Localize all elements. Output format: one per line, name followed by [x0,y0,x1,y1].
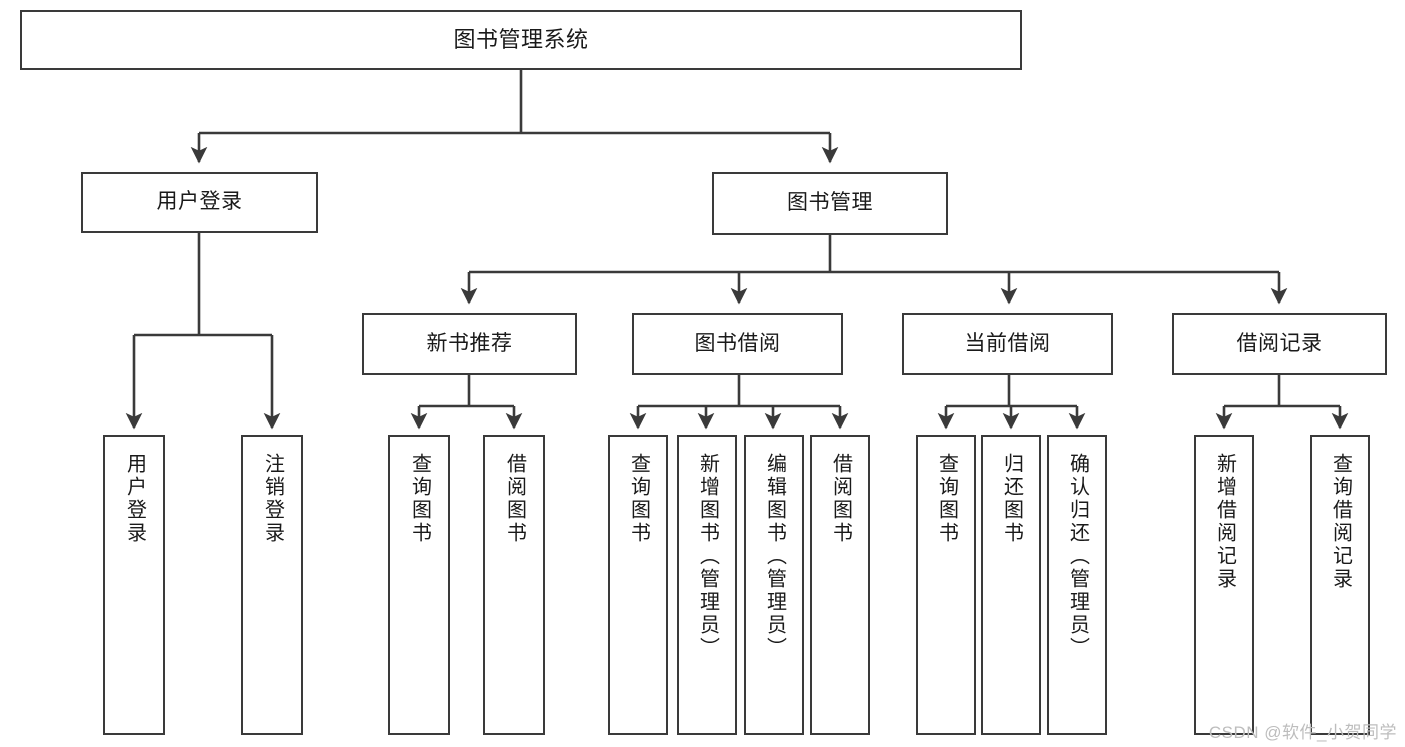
leaf-current-borrow-query[interactable]: 查询图书 [916,435,976,735]
leaf-new-book-borrow[interactable]: 借阅图书 [483,435,545,735]
node-label: 查询图书 [408,453,431,545]
leaf-user-login-login[interactable]: 用户登录 [103,435,165,735]
leaf-borrow-record-add[interactable]: 新增借阅记录 [1194,435,1254,735]
node-label: 图书借阅 [694,331,781,355]
node-label: 图书管理系统 [453,27,589,53]
watermark-text: CSDN @软件_小贺同学 [1208,723,1397,742]
leaf-book-borrow-borrow[interactable]: 借阅图书 [810,435,870,735]
node-label: 确认归还（管理员） [1066,453,1089,660]
leaf-book-borrow-add[interactable]: 新增图书（管理员） [677,435,737,735]
node-label: 归还图书 [1000,453,1023,545]
node-label: 用户登录 [123,453,146,545]
node-borrow-record[interactable]: 借阅记录 [1172,313,1387,375]
node-root-system[interactable]: 图书管理系统 [20,10,1022,70]
node-book-borrow[interactable]: 图书借阅 [632,313,843,375]
node-label: 借阅图书 [829,453,852,545]
node-label: 图书管理 [787,191,873,215]
node-label: 查询借阅记录 [1329,453,1352,591]
node-label: 新增借阅记录 [1213,453,1236,591]
node-label: 借阅图书 [503,453,526,545]
node-book-management[interactable]: 图书管理 [712,172,948,235]
leaf-book-borrow-query[interactable]: 查询图书 [608,435,668,735]
node-label: 新书推荐 [426,331,513,355]
leaf-book-borrow-edit[interactable]: 编辑图书（管理员） [744,435,804,735]
node-user-login[interactable]: 用户登录 [81,172,318,233]
node-label: 注销登录 [261,453,284,545]
node-new-book-recommend[interactable]: 新书推荐 [362,313,577,375]
leaf-new-book-query[interactable]: 查询图书 [388,435,450,735]
node-label: 新增图书（管理员） [696,453,719,660]
node-label: 用户登录 [156,190,243,214]
leaf-user-login-logout[interactable]: 注销登录 [241,435,303,735]
leaf-borrow-record-query[interactable]: 查询借阅记录 [1310,435,1370,735]
leaf-current-borrow-confirm-return[interactable]: 确认归还（管理员） [1047,435,1107,735]
node-current-borrow[interactable]: 当前借阅 [902,313,1113,375]
leaf-current-borrow-return[interactable]: 归还图书 [981,435,1041,735]
node-label: 当前借阅 [964,331,1051,355]
node-label: 借阅记录 [1236,331,1323,355]
node-label: 编辑图书（管理员） [763,453,786,660]
node-label: 查询图书 [935,453,958,545]
node-label: 查询图书 [627,453,650,545]
